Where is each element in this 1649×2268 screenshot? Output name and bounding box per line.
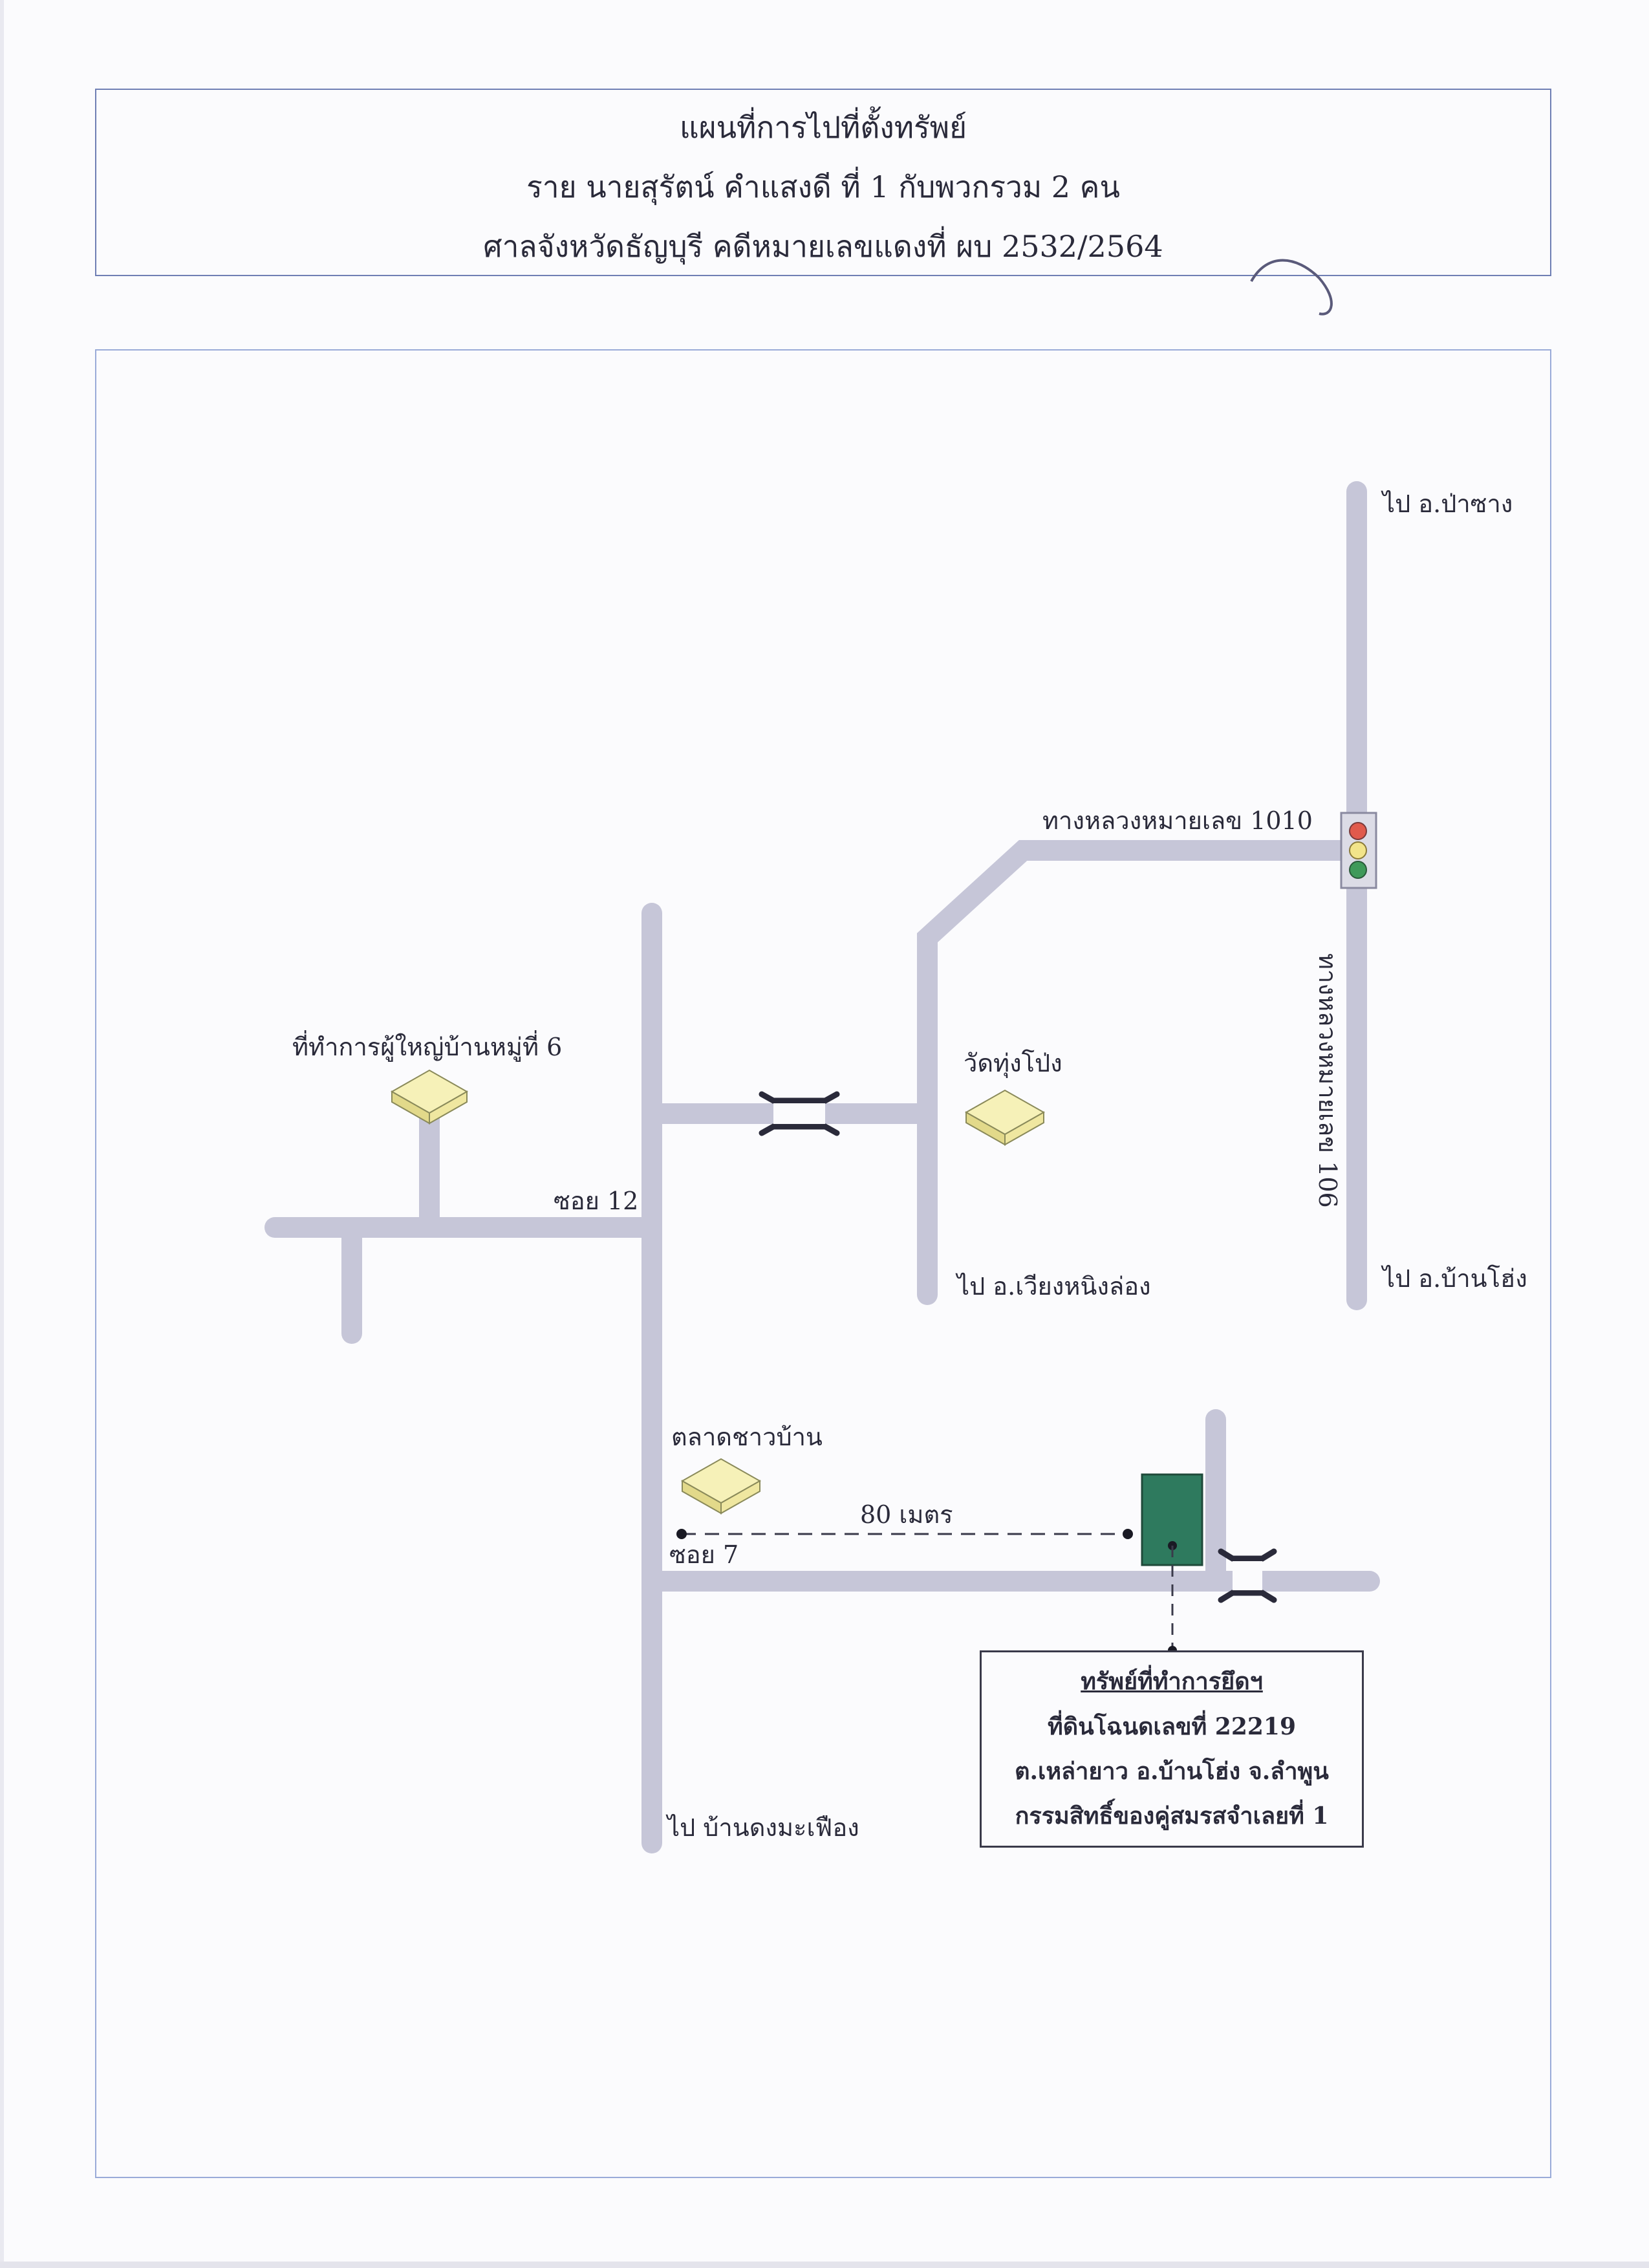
map-frame — [95, 349, 1551, 2178]
label-wat-thung-pong: วัดทุ่งโป่ง — [964, 1049, 1062, 1077]
label-distance-80m: 80 เมตร — [860, 1500, 953, 1529]
label-soi-12: ซอย 12 — [554, 1187, 639, 1215]
label-highway-1010: ทางหลวงหมายเลข 1010 — [1042, 806, 1313, 835]
bridge-icon — [1218, 1548, 1277, 1603]
label-soi-7: ซอย 7 — [669, 1540, 739, 1569]
label-to-wiang-nong-long: ไป อ.เวียงหนิงล่อง — [957, 1272, 1151, 1301]
label-highway-106: ทางหลวงหมายเลข 106 — [1313, 953, 1342, 1208]
court-case-number: ศาลจังหวัดธัญบุรี คดีหมายเลขแดงที่ ผบ 25… — [483, 229, 1163, 264]
label-to-ban-dong-ma-fueang: ไป บ้านดงมะเฟือง — [667, 1813, 859, 1842]
market-icon — [680, 1458, 762, 1515]
paper-clip-mark — [1250, 259, 1333, 316]
page-edge-bottom — [0, 2262, 1649, 2268]
title-box: แผนที่การไปที่ตั้งทรัพย์ ราย นายสุรัตน์ … — [95, 89, 1551, 276]
case-parties: ราย นายสุรัตน์ คำแสงดี ที่ 1 กับพวกรวม 2… — [526, 169, 1120, 204]
label-local-market: ตลาดชาวบ้าน — [671, 1423, 823, 1451]
property-location: ต.เหล่ายาว อ.บ้านโฮ่ง จ.ลำพูน — [1015, 1758, 1329, 1785]
building-icon — [390, 1069, 469, 1125]
property-title: ทรัพย์ที่ทำการยึดฯ — [1081, 1668, 1263, 1695]
page-edge — [0, 0, 4, 2268]
bridge-deck — [773, 1103, 825, 1124]
label-to-pa-sang: ไป อ.ป่าซาง — [1383, 490, 1513, 518]
distance-end-dot — [1123, 1529, 1133, 1539]
traffic-light-icon — [1340, 812, 1377, 889]
distance-start-dot — [676, 1529, 687, 1539]
bridge-deck — [1233, 1561, 1262, 1590]
property-deed-number: ที่ดินโฉนดเลขที่ 22219 — [1047, 1713, 1297, 1740]
temple-icon — [964, 1089, 1046, 1146]
property-ownership: กรรมสิทธิ์ของคู่สมรสจำเลยที่ 1 — [1015, 1802, 1329, 1830]
label-village-headman-office: ที่ทำการผู้ใหญ่บ้านหมู่ที่ 6 — [292, 1033, 563, 1061]
label-to-ban-hong: ไป อ.บ้านโฮ่ง — [1383, 1264, 1527, 1293]
map-title: แผนที่การไปที่ตั้งทรัพย์ — [679, 110, 967, 145]
bridge-icon — [759, 1091, 840, 1136]
property-description-box: ทรัพย์ที่ทำการยึดฯ ที่ดินโฉนดเลขที่ 2221… — [980, 1650, 1364, 1848]
